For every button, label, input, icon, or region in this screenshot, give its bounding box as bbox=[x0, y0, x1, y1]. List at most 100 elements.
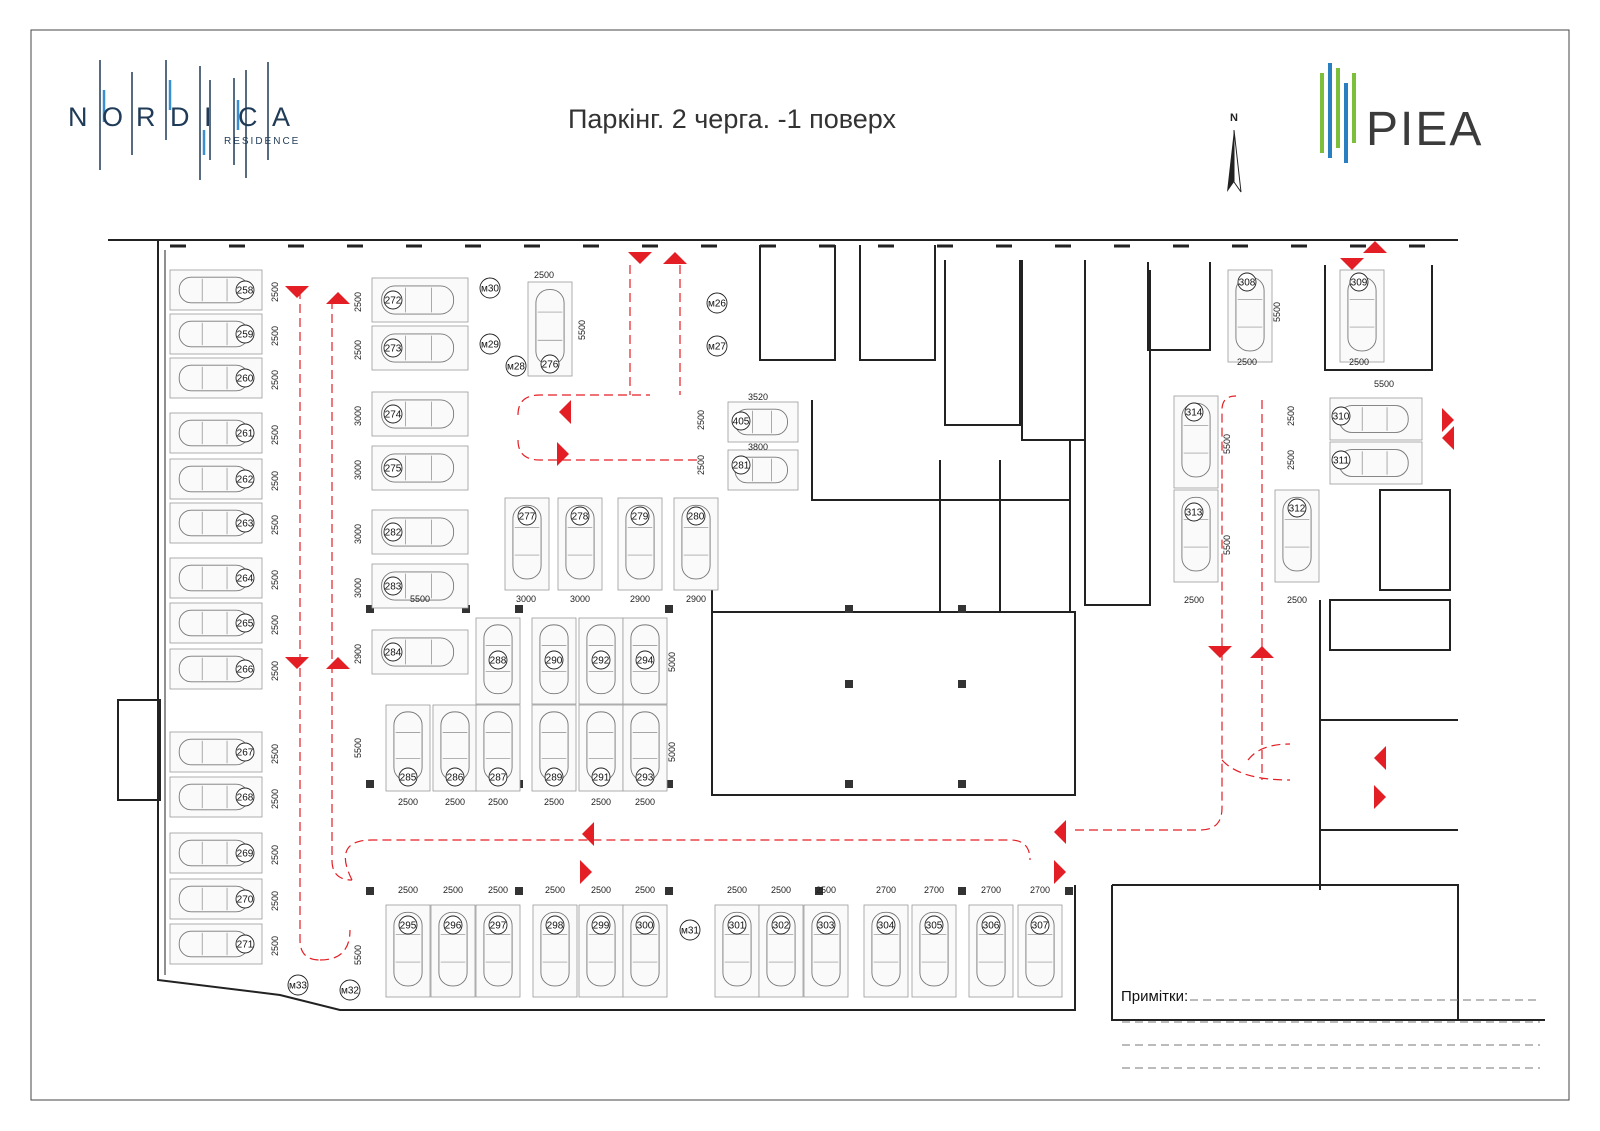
spot-circle bbox=[505, 355, 527, 377]
dimension-label: 2500 bbox=[270, 936, 280, 956]
spot-circle bbox=[235, 659, 255, 679]
spot-number: м31 bbox=[681, 926, 699, 937]
spot-circle bbox=[630, 506, 650, 526]
spot-circle bbox=[540, 354, 560, 374]
traffic-arrow bbox=[582, 822, 594, 846]
spot-number: 267 bbox=[237, 748, 254, 759]
traffic-arrow bbox=[1374, 746, 1386, 770]
dimension-label: 2900 bbox=[353, 644, 363, 664]
car-outline bbox=[622, 617, 668, 705]
dimension-label: 5500 bbox=[1222, 535, 1232, 555]
dimension-label: 2500 bbox=[771, 885, 791, 895]
dimension-label: 2500 bbox=[270, 661, 280, 681]
spot-number: 299 bbox=[593, 921, 610, 932]
spot-number: 260 bbox=[237, 374, 254, 385]
spot-number: 308 bbox=[1239, 278, 1256, 289]
traffic-arrow bbox=[326, 657, 350, 669]
car-outline bbox=[169, 648, 263, 690]
spot-number: м27 bbox=[708, 342, 726, 353]
spot-circle bbox=[235, 787, 255, 807]
spot-number: 303 bbox=[818, 921, 835, 932]
north-arrow-icon: N bbox=[1222, 112, 1246, 202]
route-line bbox=[1247, 743, 1291, 761]
spot-number: 405 bbox=[733, 417, 750, 428]
spot-circle bbox=[235, 843, 255, 863]
traffic-arrow bbox=[1340, 258, 1364, 270]
spot-number: м33 bbox=[289, 981, 307, 992]
dimension-label: 5500 bbox=[353, 738, 363, 758]
dimension-label: 2500 bbox=[545, 885, 565, 895]
spot-number: 264 bbox=[237, 574, 254, 585]
spot-number: 259 bbox=[237, 330, 254, 341]
spot-circle bbox=[570, 506, 590, 526]
dimension-label: 2500 bbox=[1237, 357, 1257, 367]
dimension-label: 2500 bbox=[270, 615, 280, 635]
dimension-label: 2500 bbox=[398, 797, 418, 807]
dimension-label: 3000 bbox=[353, 460, 363, 480]
spot-circle bbox=[235, 934, 255, 954]
page-title: Паркінг. 2 черга. -1 поверх bbox=[568, 104, 897, 134]
dimension-label: 5000 bbox=[667, 742, 677, 762]
spot-circle bbox=[339, 979, 361, 1001]
spot-number: 276 bbox=[542, 360, 559, 371]
dimension-label: 2700 bbox=[876, 885, 896, 895]
route-line bbox=[319, 929, 351, 961]
spot-number: 312 bbox=[1289, 504, 1306, 515]
spot-number: 290 bbox=[546, 656, 563, 667]
dimension-label: 5500 bbox=[577, 320, 587, 340]
traffic-arrow bbox=[559, 400, 571, 424]
dimension-label: 2500 bbox=[353, 340, 363, 360]
spot-circle bbox=[924, 915, 944, 935]
spot-circle bbox=[981, 915, 1001, 935]
dimension-label: 2500 bbox=[488, 885, 508, 895]
route-line bbox=[344, 839, 1031, 881]
dimension-label: 2700 bbox=[924, 885, 944, 895]
dimension-label: 2500 bbox=[534, 270, 554, 280]
spot-number: 272 bbox=[385, 296, 402, 307]
traffic-arrow bbox=[580, 860, 592, 884]
spot-circle bbox=[635, 915, 655, 935]
spot-circle bbox=[544, 650, 564, 670]
spot-circle bbox=[398, 767, 418, 787]
spot-number: 304 bbox=[878, 921, 895, 932]
route-line bbox=[517, 394, 650, 416]
dimension-label: 5500 bbox=[1374, 379, 1394, 389]
spot-number: м28 bbox=[507, 362, 525, 373]
route-line bbox=[331, 300, 353, 881]
dimension-label: 2500 bbox=[544, 797, 564, 807]
spot-number: 284 bbox=[385, 648, 402, 659]
dimension-label: 2500 bbox=[270, 845, 280, 865]
spot-number: 269 bbox=[237, 849, 254, 860]
car-outline bbox=[169, 269, 263, 311]
traffic-arrow bbox=[628, 252, 652, 264]
dimension-label: 2500 bbox=[816, 885, 836, 895]
nordica-letter: A bbox=[272, 102, 291, 132]
spot-circle bbox=[383, 404, 403, 424]
spot-circle bbox=[235, 423, 255, 443]
piea-wordmark: PIEA bbox=[1366, 103, 1484, 156]
route-line bbox=[299, 290, 321, 961]
spot-number: 310 bbox=[1333, 412, 1350, 423]
spot-number: 301 bbox=[729, 921, 746, 932]
dimension-label: 2500 bbox=[1286, 406, 1296, 426]
spot-number: м29 bbox=[481, 340, 499, 351]
traffic-arrow bbox=[285, 286, 309, 298]
car-outline bbox=[1329, 397, 1423, 441]
spot-circle bbox=[383, 338, 403, 358]
nordica-bars-graphic bbox=[99, 60, 269, 180]
spot-circle bbox=[771, 915, 791, 935]
car-outline bbox=[578, 617, 624, 705]
spot-number: м26 bbox=[708, 299, 726, 310]
spot-number: 279 bbox=[632, 512, 649, 523]
spot-number: 263 bbox=[237, 519, 254, 530]
route-line bbox=[1075, 395, 1237, 831]
dimension-label: 5500 bbox=[410, 594, 430, 604]
dimension-label: 2500 bbox=[270, 370, 280, 390]
dimension-label: 2500 bbox=[635, 797, 655, 807]
nordica-letter: D bbox=[170, 102, 190, 132]
spot-circle bbox=[1331, 406, 1351, 426]
traffic-arrow bbox=[1208, 646, 1232, 658]
nordica-letter: I bbox=[204, 102, 212, 132]
spot-number: 258 bbox=[237, 286, 254, 297]
spot-number: 300 bbox=[637, 921, 654, 932]
